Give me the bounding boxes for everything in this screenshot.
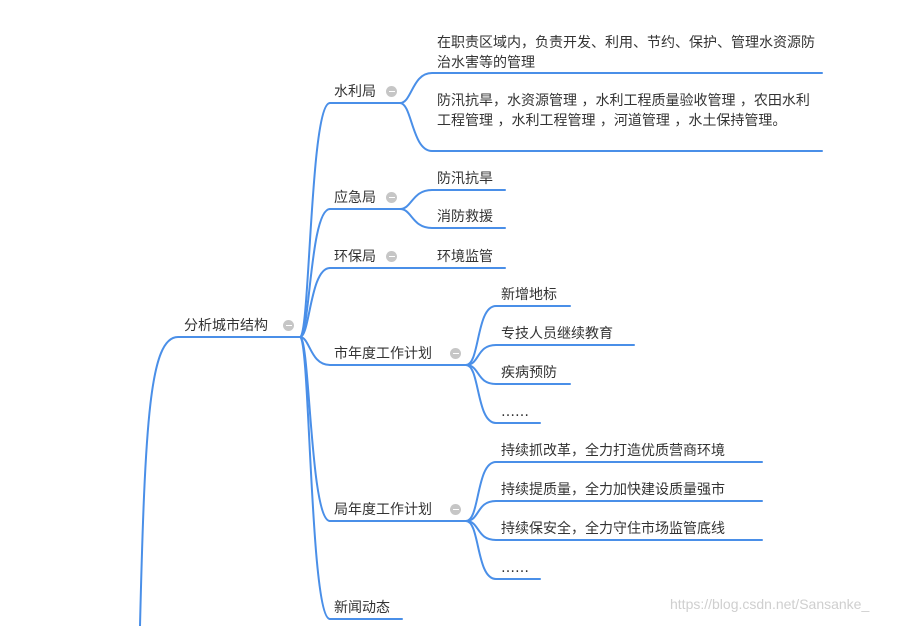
link-root-shinian xyxy=(299,336,331,366)
leaf-label: 持续提质量，全力加快建设质量强市 xyxy=(501,482,725,498)
node-junian[interactable]: 局年度工作计划 xyxy=(334,501,432,520)
leaf-label: 防汛抗旱 xyxy=(437,171,493,187)
collapse-icon[interactable] xyxy=(386,86,397,97)
watermark: https://blog.csdn.net/Sansanke_ xyxy=(670,596,870,612)
link-yingji-c1 xyxy=(399,189,506,210)
leaf-label: 专技人员继续教育 xyxy=(501,326,613,342)
node-shinian[interactable]: 市年度工作计划 xyxy=(334,345,432,364)
node-shuili[interactable]: 水利局 xyxy=(334,83,376,102)
collapse-icon[interactable] xyxy=(283,320,294,331)
root-label: 分析城市结构 xyxy=(184,318,268,334)
leaf-junian-4[interactable]: …… xyxy=(501,559,529,578)
leaf-junian-2[interactable]: 持续提质量，全力加快建设质量强市 xyxy=(501,481,725,500)
leaf-shinian-3[interactable]: 疾病预防 xyxy=(501,364,557,383)
leaf-junian-3[interactable]: 持续保安全，全力守住市场监管底线 xyxy=(501,520,725,539)
collapse-icon[interactable] xyxy=(450,348,461,359)
leaf-label: 新增地标 xyxy=(501,287,557,303)
node-xinwen[interactable]: 新闻动态 xyxy=(334,599,390,618)
node-label: 市年度工作计划 xyxy=(334,346,432,362)
leaf-junian-1[interactable]: 持续抓改革，全力打造优质营商环境 xyxy=(501,442,725,461)
root-underline xyxy=(139,336,301,626)
link-root-shuili xyxy=(299,102,331,338)
leaf-label: …… xyxy=(501,560,529,576)
node-label: 局年度工作计划 xyxy=(334,502,432,518)
leaf-yingji-flood[interactable]: 防汛抗旱 xyxy=(437,170,493,189)
link-shinian-c4 xyxy=(465,364,541,424)
link-root-huanbao xyxy=(299,267,331,338)
node-label: 新闻动态 xyxy=(334,600,390,616)
link-shinian-c1 xyxy=(465,305,571,366)
node-huanbao[interactable]: 环保局 xyxy=(334,248,376,267)
leaf-label: 持续抓改革，全力打造优质营商环境 xyxy=(501,443,725,459)
link-shuili-c2 xyxy=(399,102,823,152)
link-shuili-c1 xyxy=(399,72,823,104)
leaf-label: 在职责区域内，负责开发、利用、节约、保护、管理水资源防治水害等的管理 xyxy=(437,35,815,71)
link-shinian-c2 xyxy=(465,344,635,366)
collapse-icon[interactable] xyxy=(386,251,397,262)
collapse-icon[interactable] xyxy=(450,504,461,515)
leaf-label: 疾病预防 xyxy=(501,365,557,381)
leaf-label: 消防救援 xyxy=(437,209,493,225)
leaf-label: 环境监管 xyxy=(437,249,493,265)
link-junian-c2 xyxy=(465,500,763,522)
leaf-shuili-scope[interactable]: 防汛抗旱，水资源管理 ，水利工程质量验收管理 ，农田水利工程管理 ，水利工程管理… xyxy=(437,92,817,131)
leaf-shinian-2[interactable]: 专技人员继续教育 xyxy=(501,325,613,344)
root-node[interactable]: 分析城市结构 xyxy=(184,317,268,336)
leaf-label: 防汛抗旱，水资源管理 ，水利工程质量验收管理 ，农田水利工程管理 ，水利工程管理… xyxy=(437,93,810,129)
leaf-label: …… xyxy=(501,404,529,420)
link-junian-c4 xyxy=(465,520,541,580)
leaf-shinian-1[interactable]: 新增地标 xyxy=(501,286,557,305)
node-yingji[interactable]: 应急局 xyxy=(334,189,376,208)
leaf-yingji-fire[interactable]: 消防救援 xyxy=(437,208,493,227)
node-label: 水利局 xyxy=(334,84,376,100)
collapse-icon[interactable] xyxy=(386,192,397,203)
leaf-shuili-duty[interactable]: 在职责区域内，负责开发、利用、节约、保护、管理水资源防治水害等的管理 xyxy=(437,34,817,73)
leaf-label: 持续保安全，全力守住市场监管底线 xyxy=(501,521,725,537)
link-root-xinwen xyxy=(299,336,331,620)
link-junian-c1 xyxy=(465,461,763,522)
link-yingji-c2 xyxy=(399,208,506,229)
leaf-shinian-4[interactable]: …… xyxy=(501,403,529,422)
leaf-huanbao-supervision[interactable]: 环境监管 xyxy=(437,248,493,267)
node-label: 应急局 xyxy=(334,190,376,206)
node-label: 环保局 xyxy=(334,249,376,265)
